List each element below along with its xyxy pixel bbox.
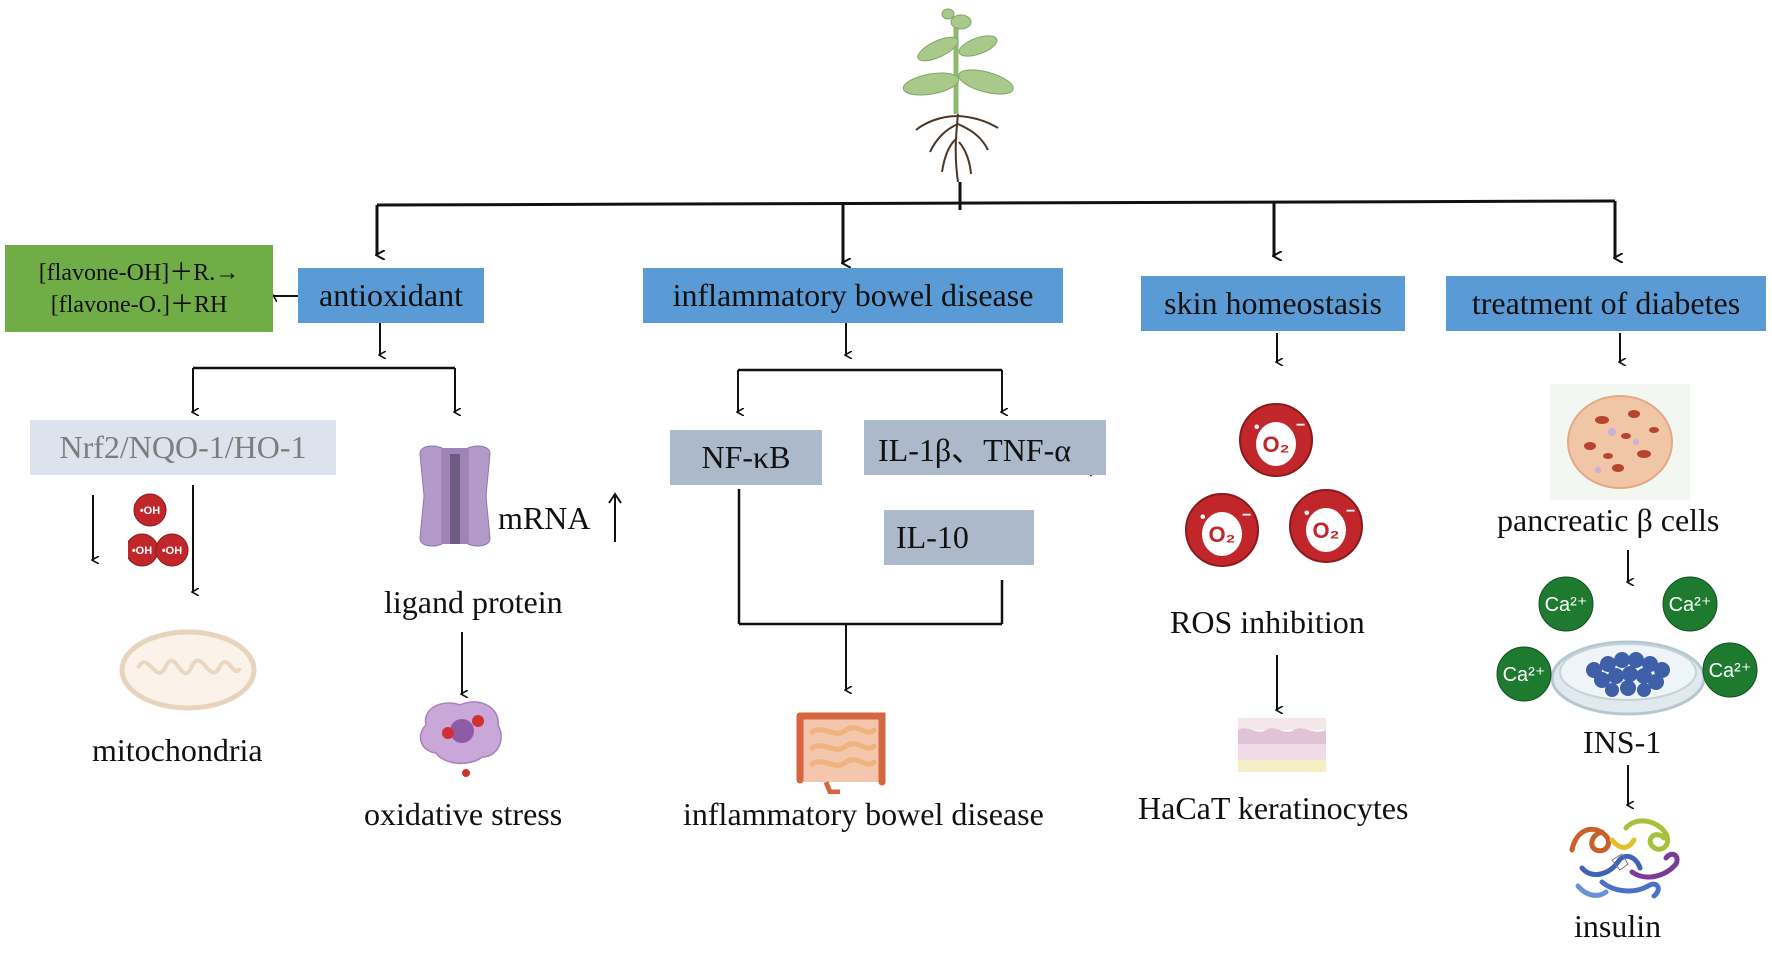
nrf2-box: Nrf2/NQO-1/HO-1 — [30, 420, 336, 475]
il1b-tnfa-box: IL-1β、TNF-α — [864, 420, 1106, 475]
svg-text:−: − — [1242, 507, 1251, 524]
ligand-protein-label: ligand protein — [384, 584, 563, 620]
svg-text:O₂: O₂ — [1209, 522, 1236, 547]
insulin-label: insulin — [1574, 908, 1662, 944]
svg-text:−: − — [1346, 503, 1355, 520]
reaction-box: [flavone-OH]＋R.→ [flavone-O.]＋RH — [5, 245, 273, 332]
mitochondria-label: mitochondria — [92, 732, 263, 768]
svg-text:•: • — [1200, 509, 1206, 526]
skin-layers-icon — [1238, 718, 1326, 772]
superoxide-radicals-icon: O₂ O₂ O₂ − − − • • • — [1185, 403, 1363, 567]
o2-label: O₂ — [1263, 432, 1290, 457]
mrna-label: mRNA — [498, 500, 591, 536]
ibd-box: inflammatory bowel disease — [643, 268, 1063, 323]
reaction-line-2: [flavone-O.]＋RH — [50, 291, 228, 318]
svg-text:−: − — [1296, 417, 1305, 434]
skin-homeostasis-box: skin homeostasis — [1141, 276, 1405, 331]
intestine-icon — [796, 712, 886, 794]
ibd-bottom-label: inflammatory bowel disease — [683, 796, 1044, 832]
ligand-protein-icon — [419, 445, 491, 547]
svg-text:Ca²⁺: Ca²⁺ — [1709, 660, 1752, 682]
oxidative-stress-cell-icon — [419, 701, 502, 777]
svg-text:•: • — [1304, 505, 1310, 522]
svg-text:Ca²⁺: Ca²⁺ — [1669, 594, 1712, 616]
hacat-label: HaCaT keratinocytes — [1138, 790, 1409, 826]
reaction-line-1: [flavone-OH]＋R.→ — [38, 259, 240, 286]
ins1-calcium-icon: Ca²⁺ Ca²⁺ Ca²⁺ Ca²⁺ — [1496, 576, 1758, 716]
pancreatic-islet-icon — [1550, 384, 1690, 500]
antioxidant-box: antioxidant — [298, 268, 484, 323]
svg-text:O₂: O₂ — [1313, 518, 1340, 543]
oxidative-stress-label: oxidative stress — [364, 796, 563, 832]
svg-text:Ca²⁺: Ca²⁺ — [1503, 664, 1546, 686]
insulin-protein-icon — [1569, 818, 1680, 899]
mitochondria-icon — [119, 629, 257, 711]
ca-label: Ca²⁺ — [1545, 594, 1588, 616]
svg-text:•OH: •OH — [162, 545, 182, 557]
beta-cells-label: pancreatic β cells — [1497, 502, 1720, 538]
plant-icon — [902, 8, 1014, 183]
hydroxyl-radicals-icon: •OH •OH •OH — [128, 493, 189, 567]
ros-inhibition-label: ROS inhibition — [1170, 604, 1365, 640]
il10-box: IL-10 — [884, 510, 1034, 565]
svg-text:•: • — [1254, 419, 1260, 436]
nfkb-box: NF-κB — [670, 430, 822, 485]
oh-label: •OH — [140, 505, 160, 517]
ins1-label: INS-1 — [1583, 724, 1662, 760]
svg-text:•OH: •OH — [132, 545, 152, 557]
diabetes-box: treatment of diabetes — [1446, 276, 1766, 331]
